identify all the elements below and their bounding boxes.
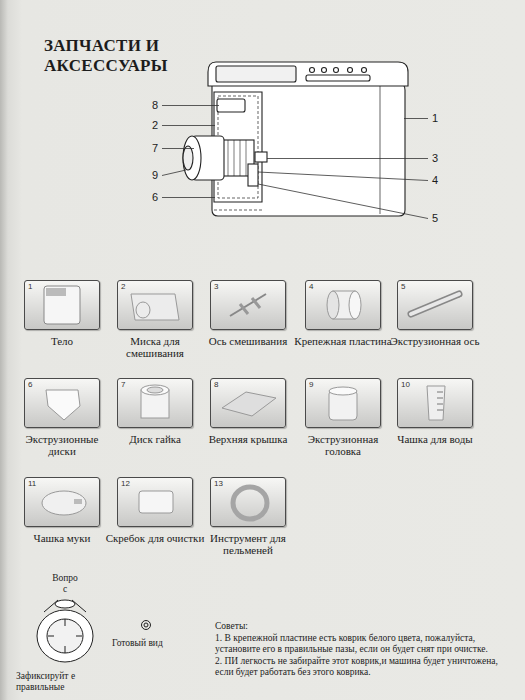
callout-number: 9 [138,169,158,182]
callout-number: 13 [214,479,223,488]
callout-number: 7 [121,380,125,389]
part-tile: 6Экструзионные диски [12,378,112,459]
callout-number: 12 [121,479,130,488]
callout-number: 11 [28,479,36,488]
sketch-label: Зафиксируйт е правильные [16,671,94,693]
callout-number: 7 [138,142,158,155]
part-tile: 9Экструзионная головка [293,378,393,459]
assembly-sketch [37,600,151,662]
callout-number: 5 [401,282,405,291]
part-tile: 3Ось смешивания [198,280,298,349]
tile-frame: 3 [210,280,286,330]
callout-number: 1 [28,282,32,291]
part-tile: 12Скребок для очистки [105,477,205,546]
tile-frame: 1 [24,280,100,330]
tile-frame: 10 [397,378,473,428]
part-tile: 7Диск гайка [105,378,205,447]
machine-drawing [183,62,408,216]
part-name: Тело [12,335,112,347]
tile-frame: 2 [117,280,193,330]
sketch-label: Готовый вид [112,638,184,649]
part-name: Верхняя крышка [198,433,298,445]
page-title: ЗАПЧАСТИ И АКСЕССУАРЫ [44,36,179,76]
callout-number: 2 [138,119,158,132]
tips-block: Советы:1. В крепежной пластине есть ковр… [215,621,513,679]
tile-frame: 6 [24,378,100,428]
part-tile: 11Чашка муки [12,477,112,546]
tip-note: 2. ПИ легкость не забирайте этот коврик,… [215,656,513,679]
callout-number: 8 [138,99,158,112]
callout-number: 10 [401,380,410,389]
callout-number: 8 [214,380,218,389]
tips-heading: Советы: [215,621,513,633]
part-name: Ось смешивания [198,335,298,347]
part-tile: 10Чашка для воды [385,378,485,447]
part-tile: 1Тело [12,280,112,349]
part-name: Экструзионные диски [12,433,112,457]
callout-number: 5 [432,212,452,225]
tile-frame: 8 [210,378,286,428]
tile-frame: 9 [305,378,381,428]
callout-number: 4 [432,174,452,187]
tile-frame: 5 [397,280,473,330]
part-photos [25,281,472,526]
part-name: Чашка муки [12,532,112,544]
sketch-label: Вопро с [51,573,79,595]
callout-number: 3 [432,152,452,165]
part-name: Диск гайка [105,433,205,445]
leader-lines [162,106,428,219]
part-name: Скребок для очистки [105,532,205,544]
callout-number: 3 [214,282,218,291]
part-name: Инструмент для пельменей [198,532,298,556]
callout-number: 1 [432,112,452,125]
tile-frame: 4 [305,280,381,330]
part-name: Крепежная пластина [293,335,393,347]
tip-note: 1. В крепежной пластине есть коврик бело… [215,633,513,656]
callout-number: 4 [309,282,313,291]
part-tile: 8Верхняя крышка [198,378,298,447]
part-tile: 2Миска для смешивания [105,280,205,361]
part-name: Экструзионная головка [293,433,393,457]
callout-number: 6 [28,380,32,389]
part-tile: 13Инструмент для пельменей [198,477,298,558]
callout-number: 2 [121,282,125,291]
callout-number: 6 [138,191,158,204]
tile-frame: 12 [117,477,193,527]
part-name: Чашка для воды [385,433,485,445]
tile-frame: 11 [24,477,100,527]
callout-number: 9 [309,380,313,389]
part-tile: 4Крепежная пластина [293,280,393,349]
part-tile: 5Экструзионная ось [385,280,485,349]
tile-frame: 7 [117,378,193,428]
part-name: Миска для смешивания [105,335,205,359]
part-name: Экструзионная ось [385,335,485,347]
tile-frame: 13 [210,477,286,527]
